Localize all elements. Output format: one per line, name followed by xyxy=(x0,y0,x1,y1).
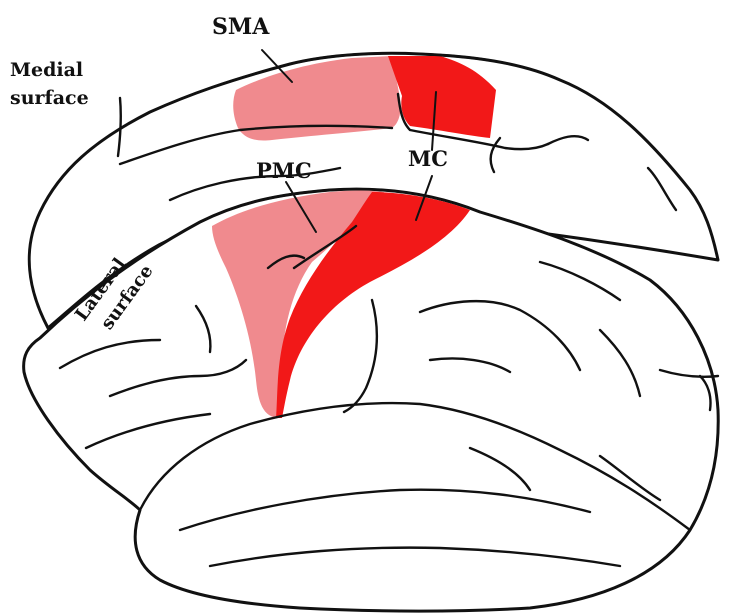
label-mc: MC xyxy=(408,146,448,171)
label-medial-line1: Medial xyxy=(10,59,83,81)
label-pmc: PMC xyxy=(256,158,312,183)
label-medial-line2: surface xyxy=(10,87,89,109)
label-sma: SMA xyxy=(212,14,270,40)
